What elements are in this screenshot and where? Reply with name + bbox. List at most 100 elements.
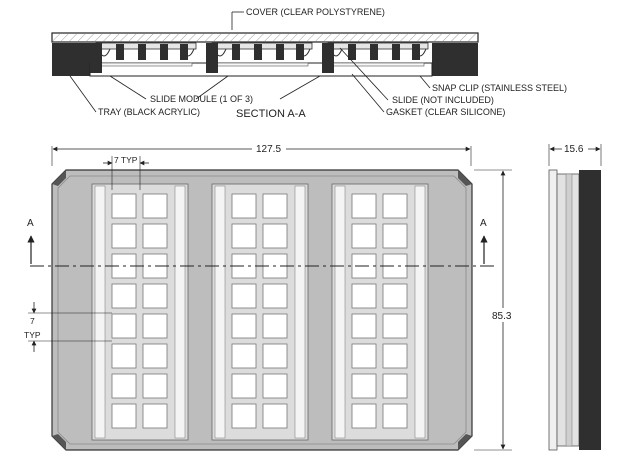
well-pitch-dimension: 7	[30, 316, 35, 326]
section-marker-right: A	[480, 218, 487, 229]
well	[142, 283, 168, 309]
well	[111, 403, 137, 429]
section-well-wall	[180, 44, 188, 60]
section-well-wall	[254, 44, 262, 60]
section-tray-partition	[438, 43, 450, 73]
height-dimension: 85.3	[492, 311, 512, 322]
well	[231, 403, 257, 429]
module-rail	[334, 185, 346, 439]
depth-dimension: 15.6	[564, 144, 584, 155]
well-pitch-suffix: TYP	[24, 330, 41, 340]
well	[111, 313, 137, 339]
well	[351, 403, 377, 429]
section-tray-partition	[90, 43, 102, 73]
slide-module	[331, 183, 429, 441]
well	[231, 373, 257, 399]
well	[382, 343, 408, 369]
gasket-leader	[351, 73, 385, 113]
well	[382, 373, 408, 399]
tray-left-end	[52, 43, 90, 76]
well	[262, 343, 288, 369]
section-slide	[331, 62, 425, 67]
module-rail	[294, 185, 306, 439]
slide-module-leader-1	[109, 75, 147, 100]
well	[262, 193, 288, 219]
well	[262, 313, 288, 339]
well	[351, 373, 377, 399]
section-slide	[99, 62, 193, 67]
well	[262, 283, 288, 309]
slide-module	[211, 183, 309, 441]
well	[111, 343, 137, 369]
section-marker-left: A	[27, 218, 34, 229]
well	[351, 193, 377, 219]
well	[382, 283, 408, 309]
well	[262, 403, 288, 429]
well	[142, 223, 168, 249]
well	[111, 283, 137, 309]
well	[231, 343, 257, 369]
well	[142, 403, 168, 429]
cover-hatch	[53, 34, 477, 41]
side-view: 15.6	[548, 143, 602, 451]
well	[142, 373, 168, 399]
well	[351, 343, 377, 369]
plan-modules	[91, 183, 429, 441]
well	[351, 223, 377, 249]
well	[382, 313, 408, 339]
section-well-wall	[296, 44, 304, 60]
section-slide	[215, 62, 309, 67]
well	[231, 283, 257, 309]
section-well-wall	[348, 44, 356, 60]
snap-clip-leader	[419, 75, 431, 89]
side-tray	[579, 170, 601, 450]
slide-label: SLIDE (NOT INCLUDED)	[392, 95, 494, 105]
tray-label: TRAY (BLACK ACRYLIC)	[98, 107, 200, 117]
module-rail	[414, 185, 426, 439]
cover-label: COVER (CLEAR POLYSTYRENE)	[246, 7, 385, 17]
gasket-label: GASKET (CLEAR SILICONE)	[386, 107, 505, 117]
well	[351, 313, 377, 339]
section-modules	[90, 42, 450, 73]
well	[382, 223, 408, 249]
well	[262, 223, 288, 249]
well	[351, 283, 377, 309]
section-well-wall	[138, 44, 146, 60]
well	[231, 193, 257, 219]
section-well-wall	[412, 44, 420, 60]
section-view: COVER (CLEAR POLYSTYRENE) SNAP CLIP (STA…	[51, 7, 567, 120]
slide-leader	[339, 47, 389, 101]
section-well-wall	[116, 44, 124, 60]
well-width-dimension: 7 TYP	[114, 155, 138, 165]
section-well-wall	[370, 44, 378, 60]
section-tray-partition	[322, 43, 334, 73]
well	[231, 223, 257, 249]
well	[142, 193, 168, 219]
well	[382, 403, 408, 429]
well	[231, 313, 257, 339]
section-well-wall	[160, 44, 168, 60]
module-rail	[94, 185, 106, 439]
section-tray-partition	[206, 43, 218, 73]
well	[111, 373, 137, 399]
well	[142, 313, 168, 339]
side-cover	[548, 169, 558, 451]
section-well-wall	[232, 44, 240, 60]
well	[142, 343, 168, 369]
width-dimension: 127.5	[256, 144, 281, 155]
slide-module	[91, 183, 189, 441]
well	[382, 193, 408, 219]
module-rail	[174, 185, 186, 439]
section-well-wall	[276, 44, 284, 60]
snap-clip-label: SNAP CLIP (STAINLESS STEEL)	[432, 83, 567, 93]
well	[111, 193, 137, 219]
module-rail	[214, 185, 226, 439]
well	[262, 373, 288, 399]
section-title: SECTION A-A	[236, 108, 306, 120]
section-well-wall	[392, 44, 400, 60]
tray-leader	[69, 75, 97, 113]
slide-module-label: SLIDE MODULE (1 OF 3)	[150, 94, 253, 104]
well	[111, 223, 137, 249]
plan-view: 127.5 A A 7 TYP 7 TYP 85.3	[24, 142, 518, 451]
